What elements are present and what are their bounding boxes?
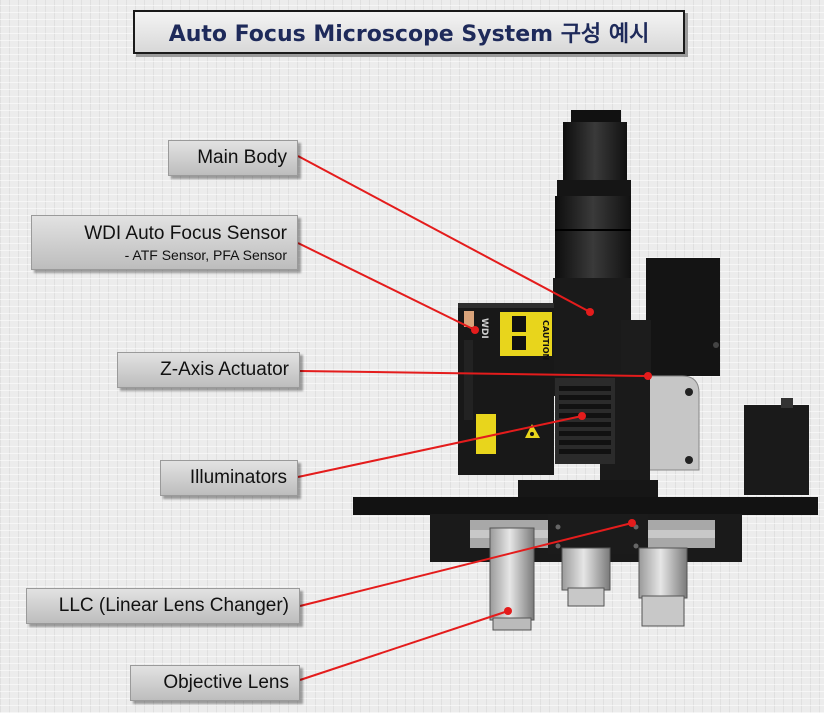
objective-lens-2 <box>561 547 611 607</box>
leader-line-illuminators <box>297 415 583 478</box>
laser-warning-icon <box>525 424 540 438</box>
illuminator-heatsink <box>555 378 615 464</box>
objective-lens-1 <box>489 527 535 631</box>
leader-line-wdi-sensor <box>297 242 476 331</box>
callout-main-body: Main Body <box>168 140 298 176</box>
callout-objective-lens: Objective Lens <box>130 665 300 701</box>
objective-lens-3 <box>638 547 688 627</box>
callout-llc: LLC (Linear Lens Changer) <box>26 588 300 624</box>
camera-box <box>646 258 720 376</box>
leader-line-z-axis <box>299 370 649 377</box>
leader-line-main-body <box>297 155 591 313</box>
leader-line-llc <box>299 522 633 607</box>
diagram-title: Auto Focus Microscope System 구성 예시 <box>133 10 685 54</box>
callout-z-axis: Z-Axis Actuator <box>117 352 300 388</box>
leader-line-objective-lens <box>299 610 509 681</box>
callout-wdi-sensor: WDI Auto Focus Sensor - ATF Sensor, PFA … <box>31 215 298 270</box>
callout-illuminators: Illuminators <box>160 460 298 496</box>
caution-text: CAUTION <box>541 320 550 360</box>
camera-mount <box>621 320 651 380</box>
leader-lines <box>297 155 652 681</box>
callout-wdi-sensor-sub: - ATF Sensor, PFA Sensor <box>124 246 287 263</box>
main-body-tube <box>553 110 631 396</box>
wdi-logo-text: WDI <box>479 318 489 339</box>
llc-motor <box>744 405 809 495</box>
